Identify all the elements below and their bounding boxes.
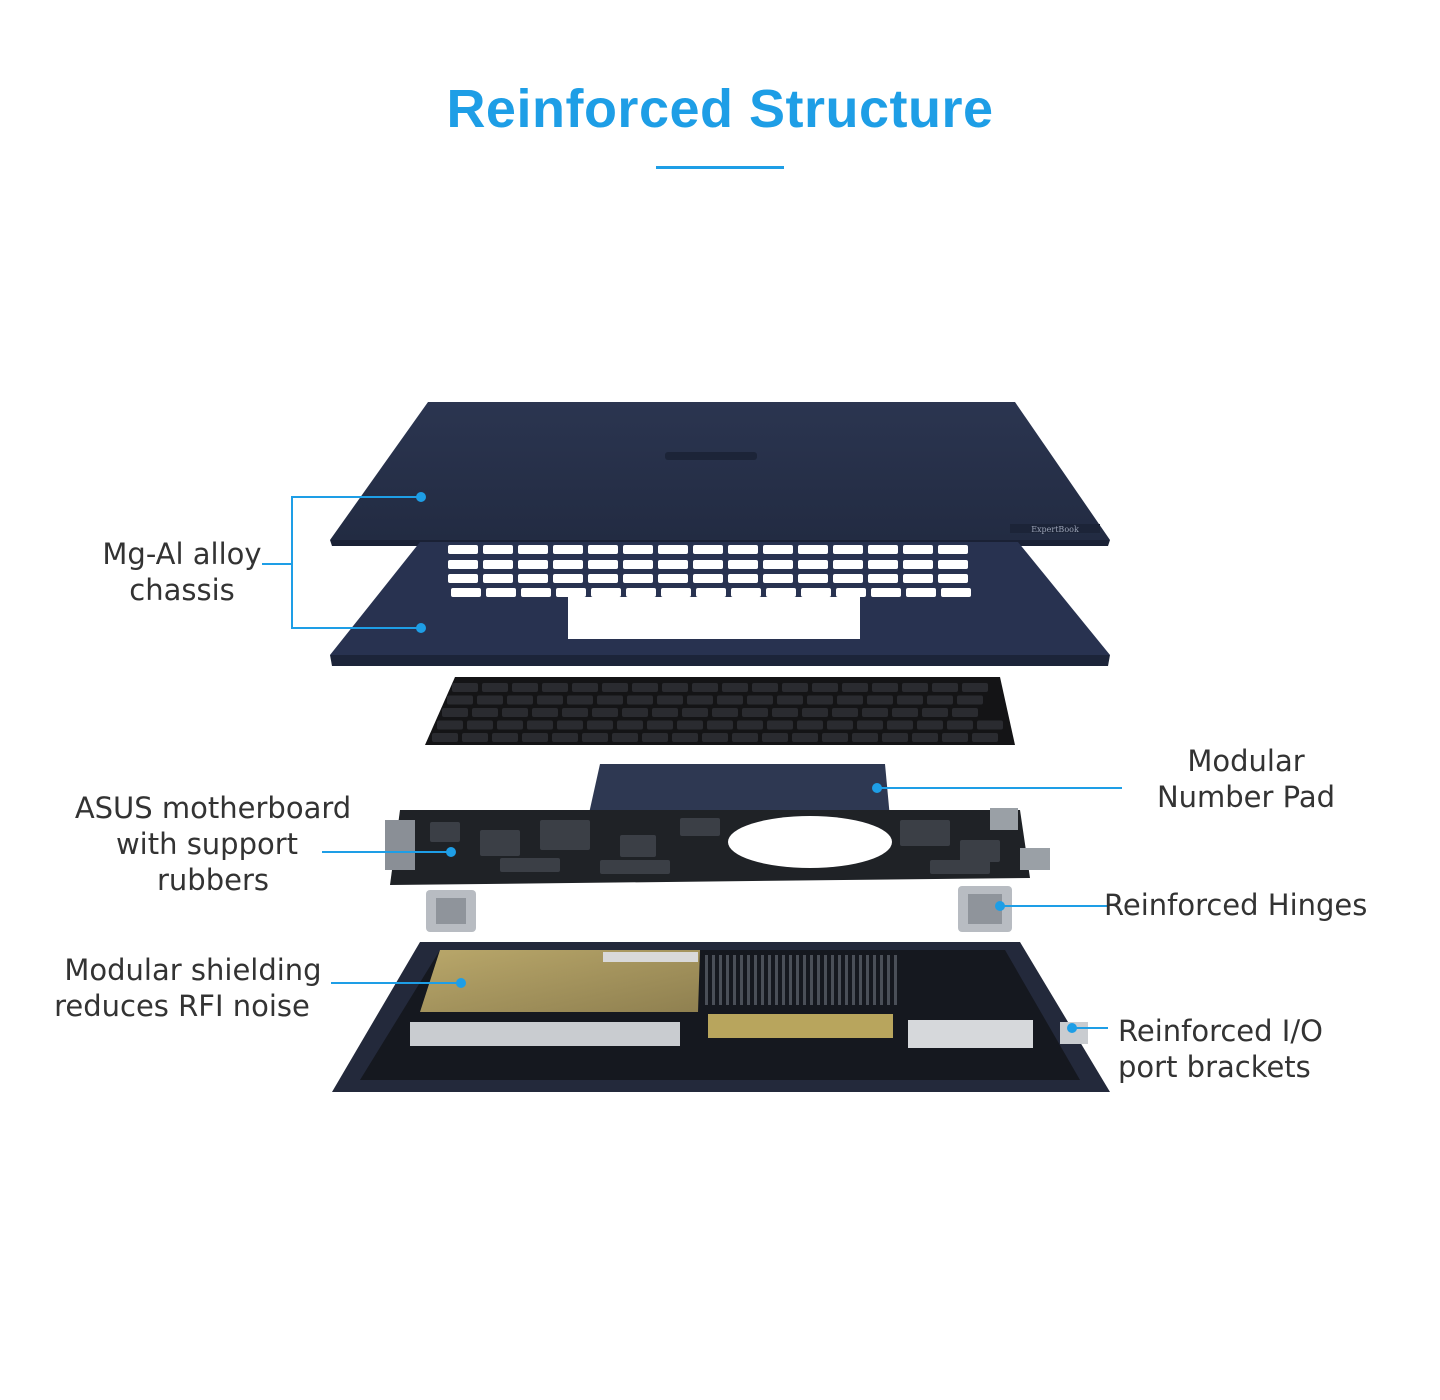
chassis-dot-bottom [416,623,426,633]
shielding-dot [456,978,466,988]
number-pad-dot [872,783,882,793]
bottom-case-layer [332,942,1110,1092]
chassis-dot-top [416,492,426,502]
io-dot [1067,1023,1077,1033]
asus-logo-icon [665,452,757,460]
label-shielding: Modular shielding reduces RFI noise [54,953,322,1023]
callout-chassis [262,496,421,629]
label-motherboard: ASUS motherboard with support rubbers [74,791,352,897]
motherboard-dot [446,847,456,857]
lid-panel: ExpertBook [330,402,1110,546]
page-title: Reinforced Structure [446,79,994,139]
label-hinges: Reinforced Hinges [1104,888,1368,922]
keyboard-layer [425,677,1015,745]
hinge-left-icon [426,890,476,932]
title-underline [656,166,784,169]
motherboard-layer [385,808,1050,885]
hinges-dot [995,901,1005,911]
label-number-pad: Modular Number Pad [1156,744,1336,814]
palmrest-panel [330,542,1110,666]
label-chassis: Mg-Al alloy chassis [102,537,262,607]
expertbook-logo: ExpertBook [1031,525,1079,534]
label-io-brackets: Reinforced I/O port brackets [1118,1014,1323,1084]
